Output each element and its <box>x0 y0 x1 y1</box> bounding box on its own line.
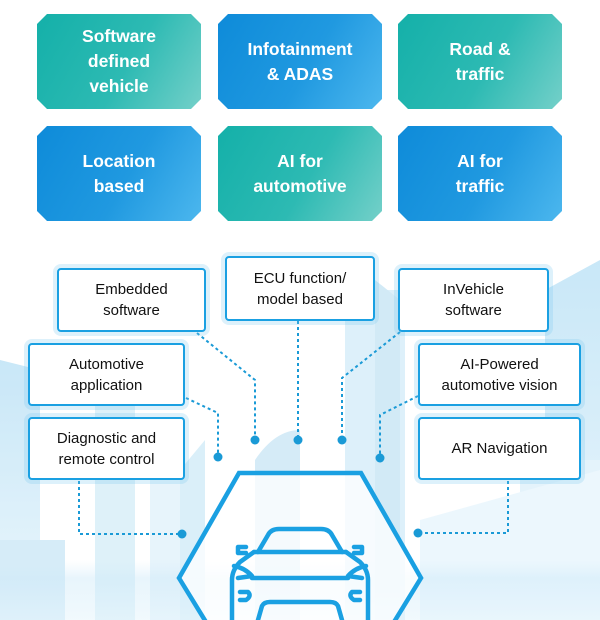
tile-ai-for-automotive: AI for automotive <box>218 126 382 221</box>
tile-infotainment-adas: Infotainment & ADAS <box>218 14 382 109</box>
tile-road-traffic: Road & traffic <box>398 14 562 109</box>
card-invehicle-software: InVehicle software <box>398 268 549 332</box>
card-ecu-function: ECU function/ model based <box>225 256 375 321</box>
card-embedded-software: Embedded software <box>57 268 206 332</box>
tile-ai-for-traffic: AI for traffic <box>398 126 562 221</box>
tile-location-based: Location based <box>37 126 201 221</box>
card-automotive-application: Automotive application <box>28 343 185 406</box>
card-ai-powered-vision: AI-Powered automotive vision <box>418 343 581 406</box>
card-diagnostic-remote-control: Diagnostic and remote control <box>28 417 185 480</box>
tile-software-defined-vehicle: Software defined vehicle <box>37 14 201 109</box>
card-ar-navigation: AR Navigation <box>418 417 581 480</box>
